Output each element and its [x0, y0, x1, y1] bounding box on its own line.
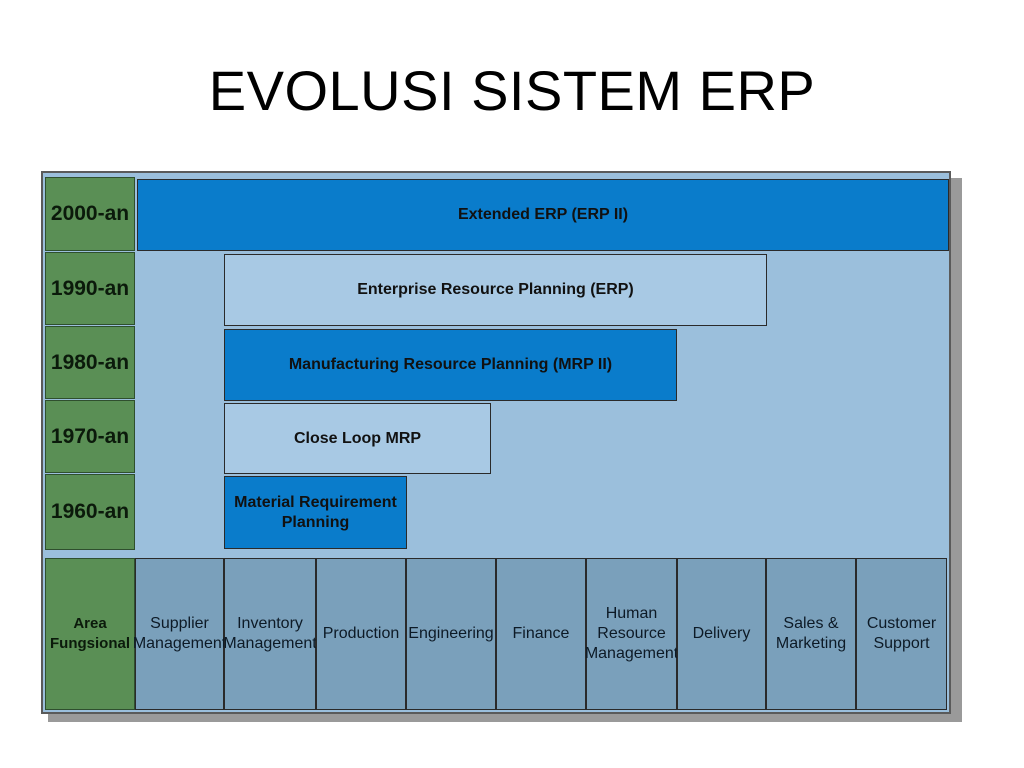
area-sales-marketing: Sales & Marketing: [766, 558, 856, 710]
erp-evolution-diagram: 2000-an 1990-an 1980-an 1970-an 1960-an …: [41, 171, 951, 714]
decade-label-1970: 1970-an: [45, 400, 135, 473]
decade-label-1980: 1980-an: [45, 326, 135, 399]
area-fungsional-label: Area Fungsional: [45, 558, 135, 710]
decade-label-1990: 1990-an: [45, 252, 135, 325]
area-engineering: Engineering: [406, 558, 496, 710]
area-finance: Finance: [496, 558, 586, 710]
area-production: Production: [316, 558, 406, 710]
system-bar-mrp: Material Requirement Planning: [224, 476, 407, 549]
area-delivery: Delivery: [677, 558, 766, 710]
area-inventory-management: Inventory Management: [223, 558, 317, 710]
system-bar-extended-erp: Extended ERP (ERP II): [137, 179, 949, 251]
system-bar-mrp-ii: Manufacturing Resource Planning (MRP II): [224, 329, 677, 401]
area-supplier-management: Supplier Management: [133, 558, 226, 710]
area-customer-support: Customer Support: [856, 558, 947, 710]
slide-title: EVOLUSI SISTEM ERP: [208, 59, 816, 122]
area-human-resource-management: Human Resource Management: [585, 558, 678, 710]
system-bar-erp: Enterprise Resource Planning (ERP): [224, 254, 767, 326]
decade-label-2000: 2000-an: [45, 177, 135, 251]
decade-label-1960: 1960-an: [45, 474, 135, 550]
system-bar-close-loop-mrp: Close Loop MRP: [224, 403, 491, 474]
